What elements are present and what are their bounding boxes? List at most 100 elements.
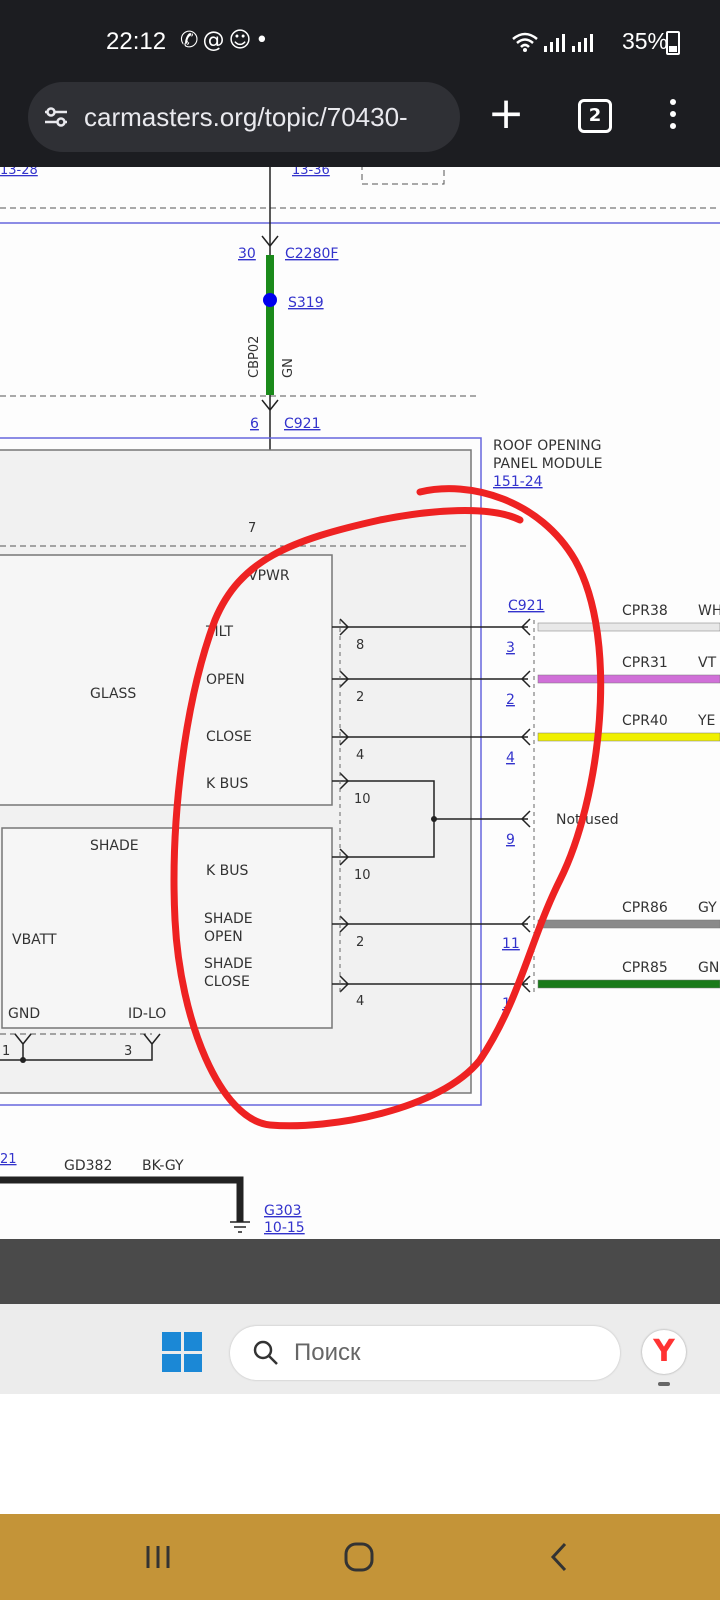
module-title-line1: ROOF OPENING bbox=[493, 438, 602, 454]
inner-pin: 4 bbox=[356, 748, 364, 763]
inner-pin: 8 bbox=[356, 638, 364, 653]
at-icon: @ bbox=[202, 28, 229, 53]
inner-pin: 10 bbox=[354, 792, 371, 807]
wire-gn-label: GN bbox=[281, 358, 296, 378]
recent-apps-icon[interactable] bbox=[133, 1536, 183, 1578]
shade-block bbox=[1, 827, 333, 1029]
active-app-indicator bbox=[658, 1382, 670, 1386]
battery-percent: 35% bbox=[621, 28, 668, 54]
circuit-color-label: VT bbox=[698, 655, 717, 671]
right-pin[interactable]: 9 bbox=[506, 832, 515, 848]
inner-pin: 4 bbox=[356, 994, 364, 1009]
left-ref-link[interactable]: 21 bbox=[0, 1152, 17, 1167]
internal-wires bbox=[332, 618, 531, 993]
connector-arrow bbox=[261, 399, 279, 412]
page-bottom-bar bbox=[0, 1239, 720, 1304]
circuit-id-label: CPR38 bbox=[622, 603, 668, 619]
module-ref-link[interactable]: 151-24 bbox=[493, 474, 543, 490]
pin-6-label[interactable]: 6 bbox=[250, 416, 259, 432]
close-label: CLOSE bbox=[206, 729, 252, 745]
circuit-wire-cpr31 bbox=[537, 674, 720, 684]
circuit-id-label: CPR40 bbox=[622, 713, 668, 729]
web-content[interactable]: 13-28 13-36 30 C2280F S319 CBP02 GN 6 C9… bbox=[0, 167, 720, 1239]
ground-g303-link[interactable]: G303 bbox=[264, 1203, 302, 1219]
circuit-wire-cpr38 bbox=[537, 622, 720, 632]
pin-1-label: 1 bbox=[2, 1044, 10, 1059]
vbatt-label: VBATT bbox=[12, 932, 57, 948]
shade-label: SHADE bbox=[90, 838, 139, 854]
pin-30-label[interactable]: 30 bbox=[238, 246, 256, 262]
inner-pin: 2 bbox=[356, 935, 364, 950]
shade-open-label-2: OPEN bbox=[204, 929, 243, 945]
battery-icon bbox=[666, 31, 680, 55]
junction-dot bbox=[20, 1057, 26, 1063]
overflow-menu-button[interactable] bbox=[667, 96, 679, 136]
dot-icon: • bbox=[255, 28, 273, 53]
whatsapp-icon: ☺ bbox=[228, 28, 256, 53]
search-placeholder: Поиск bbox=[294, 1339, 361, 1366]
wire-cbp02-label: CBP02 bbox=[247, 336, 262, 378]
inner-pin: 10 bbox=[354, 868, 371, 883]
address-bar[interactable]: carmasters.org/topic/70430- bbox=[28, 82, 460, 152]
red-annotation-circle bbox=[170, 485, 605, 1130]
back-icon[interactable] bbox=[535, 1536, 585, 1578]
idlo-label: ID-LO bbox=[128, 1006, 166, 1022]
browser-toolbar: carmasters.org/topic/70430- + 2 bbox=[0, 82, 720, 167]
new-tab-button[interactable]: + bbox=[487, 88, 525, 139]
site-settings-icon[interactable] bbox=[42, 103, 70, 131]
shade-close-label-2: CLOSE bbox=[204, 974, 250, 990]
kbus-label-glass: K BUS bbox=[206, 776, 248, 792]
module-title-line2: PANEL MODULE bbox=[493, 456, 602, 472]
status-bar: 22:12 ✆@☺• 35% bbox=[0, 0, 720, 82]
ground-symbol bbox=[230, 1221, 250, 1233]
ground-wire bbox=[0, 1176, 244, 1222]
right-pin[interactable]: 4 bbox=[506, 750, 515, 766]
circuit-color-label: GN bbox=[698, 960, 719, 976]
wire-gd382-label: GD382 bbox=[64, 1158, 112, 1174]
circuit-color-label: GY bbox=[698, 900, 717, 916]
top-ref-right[interactable]: 13-36 bbox=[292, 167, 330, 178]
glass-label: GLASS bbox=[90, 686, 136, 702]
right-pin[interactable]: 2 bbox=[506, 692, 515, 708]
signal-icon-1 bbox=[544, 34, 565, 52]
connector-c2280f-link[interactable]: C2280F bbox=[285, 246, 338, 262]
shade-close-label-1: SHADE bbox=[204, 956, 253, 972]
wire-bkgy-label: BK-GY bbox=[142, 1158, 184, 1174]
connector-c921-link[interactable]: C921 bbox=[284, 416, 321, 432]
connector-c921-right-link[interactable]: C921 bbox=[508, 598, 545, 614]
search-icon bbox=[253, 1340, 278, 1365]
right-pin[interactable]: 11 bbox=[502, 936, 520, 952]
green-wire bbox=[266, 255, 274, 395]
signal-icon-2 bbox=[572, 34, 593, 52]
connector-arrow bbox=[261, 235, 279, 248]
not-used-label: Not used bbox=[556, 812, 619, 828]
circuit-color-label: YE bbox=[697, 713, 715, 729]
status-time: 22:12 bbox=[106, 28, 167, 55]
circuit-id-label: CPR86 bbox=[622, 900, 668, 916]
circuit-wire-cpr86 bbox=[537, 919, 720, 929]
glass-block bbox=[0, 554, 333, 806]
page-blank-area bbox=[0, 1394, 720, 1514]
right-pin[interactable]: 3 bbox=[506, 640, 515, 656]
pin-7-label: 7 bbox=[248, 521, 256, 536]
top-dashed-box bbox=[361, 167, 445, 185]
circuit-color-label: WH bbox=[698, 603, 720, 619]
home-icon[interactable] bbox=[334, 1536, 384, 1578]
navigation-bar bbox=[0, 1514, 720, 1600]
ground-ref-link[interactable]: 10-15 bbox=[264, 1220, 305, 1236]
open-label: OPEN bbox=[206, 672, 245, 688]
top-ref-left[interactable]: 13-28 bbox=[0, 167, 38, 178]
shade-open-label-1: SHADE bbox=[204, 911, 253, 927]
inner-pin: 2 bbox=[356, 690, 364, 705]
tab-switcher-button[interactable]: 2 bbox=[578, 99, 612, 133]
windows-taskbar: Поиск Y bbox=[0, 1304, 720, 1394]
yandex-browser-icon: Y bbox=[642, 1330, 686, 1374]
splice-s319-link[interactable]: S319 bbox=[288, 295, 324, 311]
kbus-junction bbox=[431, 816, 437, 822]
vpwr-label: VPWR bbox=[248, 568, 290, 584]
call-icon: ✆ bbox=[180, 28, 203, 53]
url-text[interactable]: carmasters.org/topic/70430- bbox=[84, 101, 408, 132]
shade-ground-wires bbox=[14, 1033, 161, 1061]
circuit-wire-cpr40 bbox=[537, 732, 720, 742]
